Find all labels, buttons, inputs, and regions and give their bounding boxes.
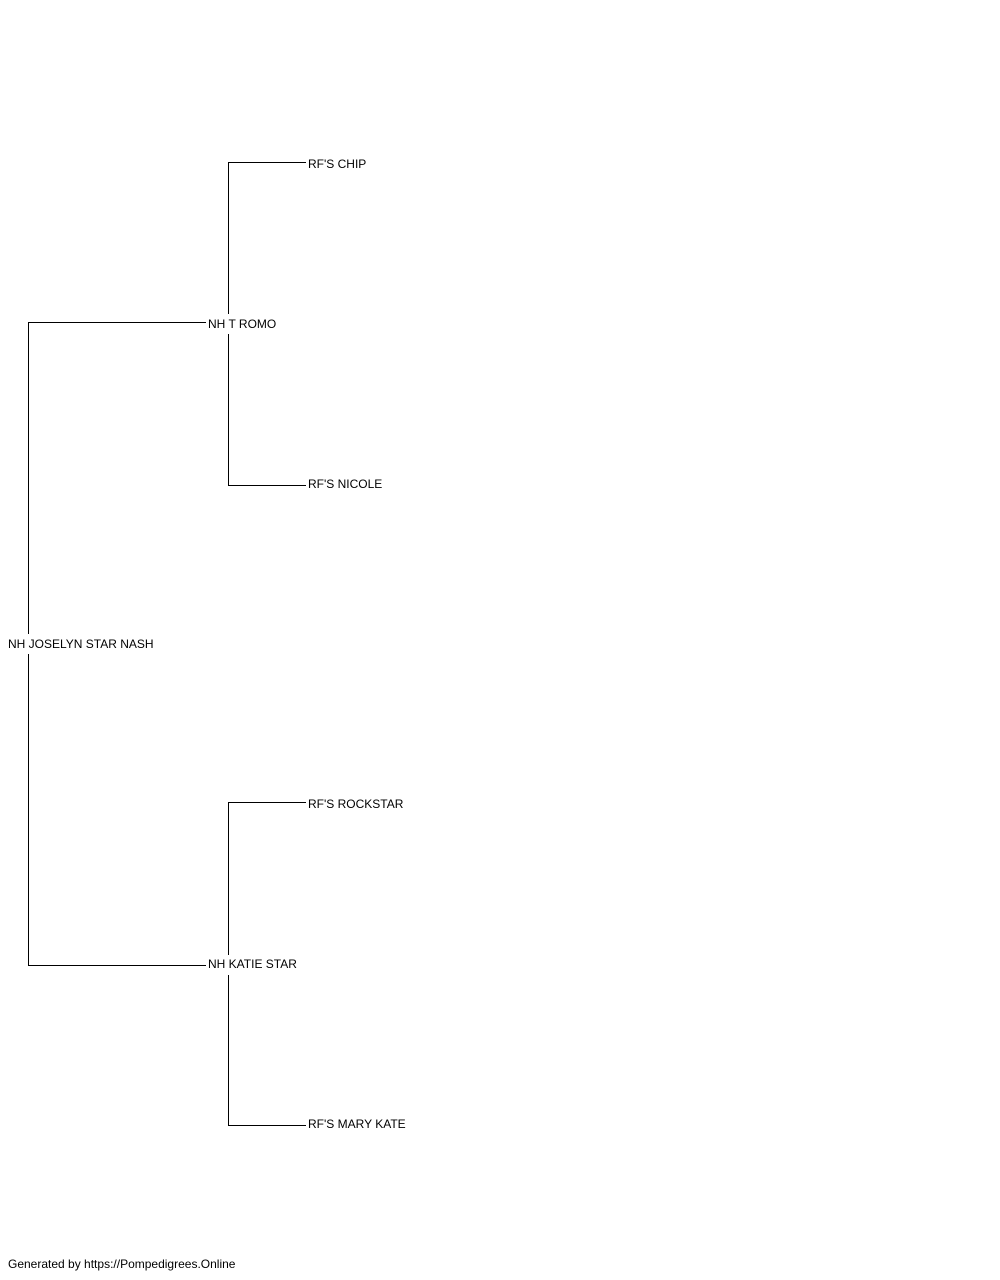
sire-sire-name: RF'S CHIP xyxy=(308,157,366,171)
dam-dam-name: RF'S MARY KATE xyxy=(308,1117,406,1131)
dam-sire-name: RF'S ROCKSTAR xyxy=(308,797,404,811)
dam-name: NH KATIE STAR xyxy=(208,957,297,971)
sire-dam-name: RF'S NICOLE xyxy=(308,477,382,491)
sire-name: NH T ROMO xyxy=(208,317,276,331)
subject-name: NH JOSELYN STAR NASH xyxy=(8,637,154,651)
generated-by-footer: Generated by https://Pompedigrees.Online xyxy=(8,1257,236,1271)
